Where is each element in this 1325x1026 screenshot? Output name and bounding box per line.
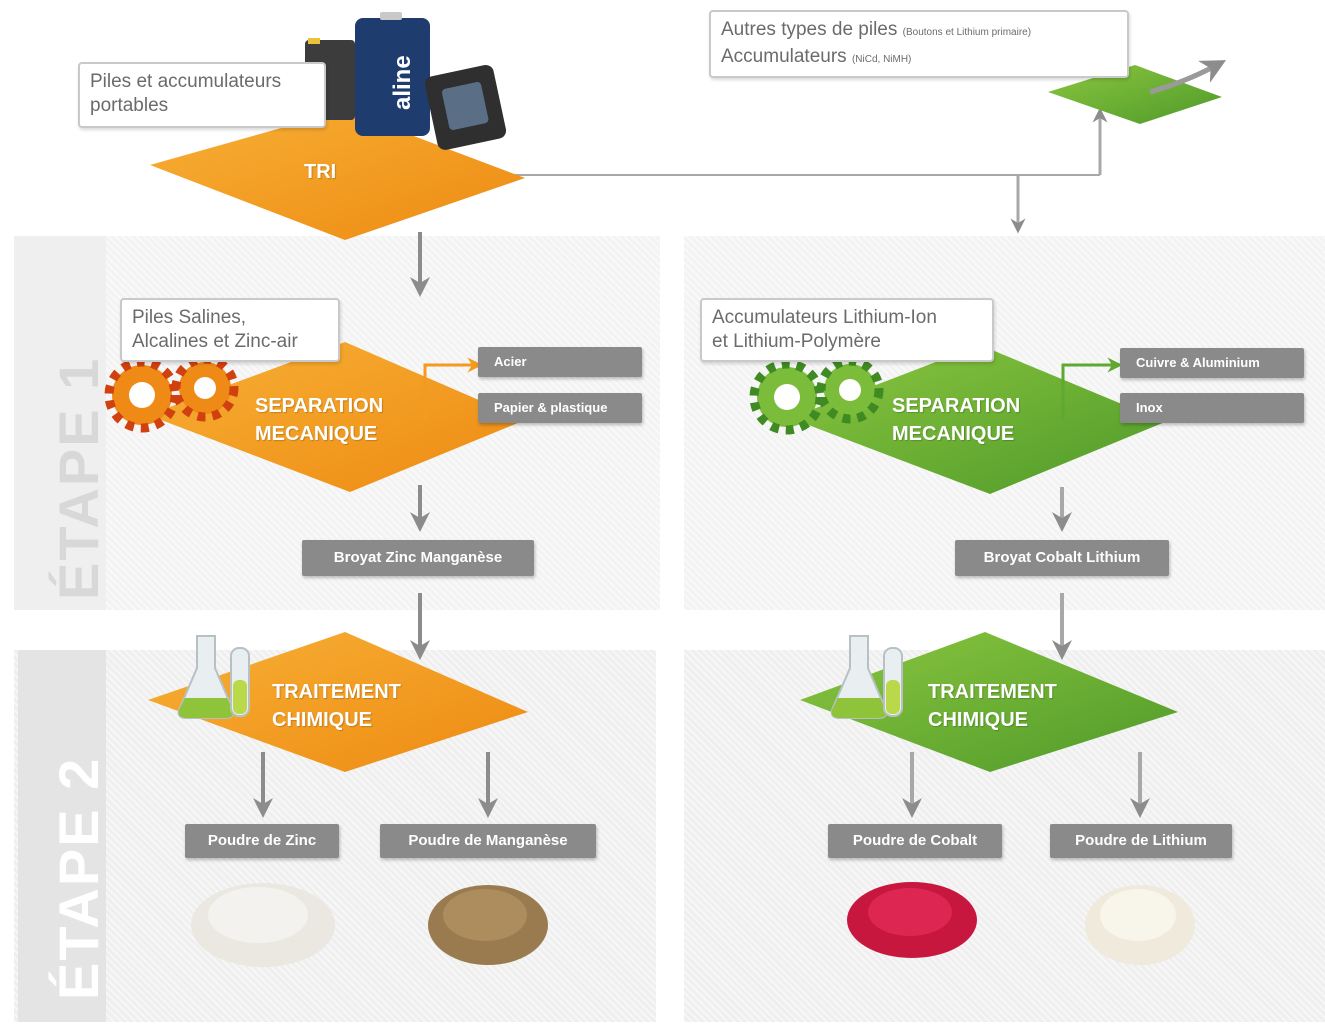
callout-portable-line2: portables [90, 95, 169, 116]
poudre-zinc: Poudre de Zinc [185, 824, 339, 858]
broyat-cobalt-lithium: Broyat Cobalt Lithium [955, 540, 1169, 576]
battery-brand-text: aline [389, 55, 416, 110]
flasks-icon [175, 628, 270, 723]
stage1-band [14, 236, 106, 610]
callout-lithium-line1: Accumulateurs Lithium-Ion [712, 307, 937, 328]
stage2-band [18, 650, 106, 1022]
chemical-diamond-left [148, 632, 528, 772]
broyat-zinc-manganese: Broyat Zinc Manganèse [302, 540, 534, 576]
callout-saline-alkaline: Piles Salines, Alcalines et Zinc-air [120, 298, 340, 362]
gears-icon [100, 350, 240, 440]
chemical-label-left: TRAITEMENT CHIMIQUE [272, 681, 401, 731]
arrow-sep-outputs-right [1061, 357, 1123, 420]
output-inox: Inox [1120, 393, 1304, 423]
callout-other-line1-note: (Boutons et Lithium primaire) [902, 27, 1032, 38]
other-types-diamond [1048, 65, 1222, 124]
callout-lithium: Accumulateurs Lithium-Ion et Lithium-Pol… [700, 298, 994, 362]
callout-other-line1: Autres types de piles [721, 19, 898, 40]
flasks-icon [828, 628, 923, 723]
batteries-icon: aline [300, 10, 510, 150]
separation-diamond-right [790, 345, 1165, 494]
poudre-manganese: Poudre de Manganèse [380, 824, 596, 858]
separation-label-left: SEPARATION MECANIQUE [255, 395, 384, 445]
poudre-lithium: Poudre de Lithium [1050, 824, 1232, 858]
tri-diamond [150, 110, 525, 240]
output-cuivre-aluminium: Cuivre & Aluminium [1120, 348, 1304, 378]
callout-other-types: Autres types de piles (Boutons et Lithiu… [709, 10, 1129, 78]
chemical-label-right: TRAITEMENT CHIMIQUE [928, 681, 1057, 731]
callout-lithium-line2: et Lithium-Polymère [712, 331, 881, 352]
arrow-sep-outputs-left [423, 357, 483, 420]
callout-saline-line2: Alcalines et Zinc-air [132, 331, 298, 352]
gears-icon [745, 352, 885, 442]
output-acier: Acier [478, 347, 642, 377]
separation-diamond-left [148, 342, 525, 492]
output-papier-plastique: Papier & plastique [478, 393, 642, 423]
callout-saline-line1: Piles Salines, [132, 307, 247, 328]
other-types-export-arrow [1149, 60, 1227, 95]
callout-portable-line1: Piles et accumulateurs [90, 71, 282, 92]
callout-other-line2: Accumulateurs [721, 46, 847, 67]
poudre-cobalt: Poudre de Cobalt [828, 824, 1002, 858]
separation-label-right: SEPARATION MECANIQUE [892, 395, 1021, 445]
callout-portable-batteries: Piles et accumulateurs portables [78, 62, 326, 128]
callout-other-line2-note: (NiCd, NiMH) [851, 54, 912, 65]
tri-label: TRI [304, 161, 337, 183]
